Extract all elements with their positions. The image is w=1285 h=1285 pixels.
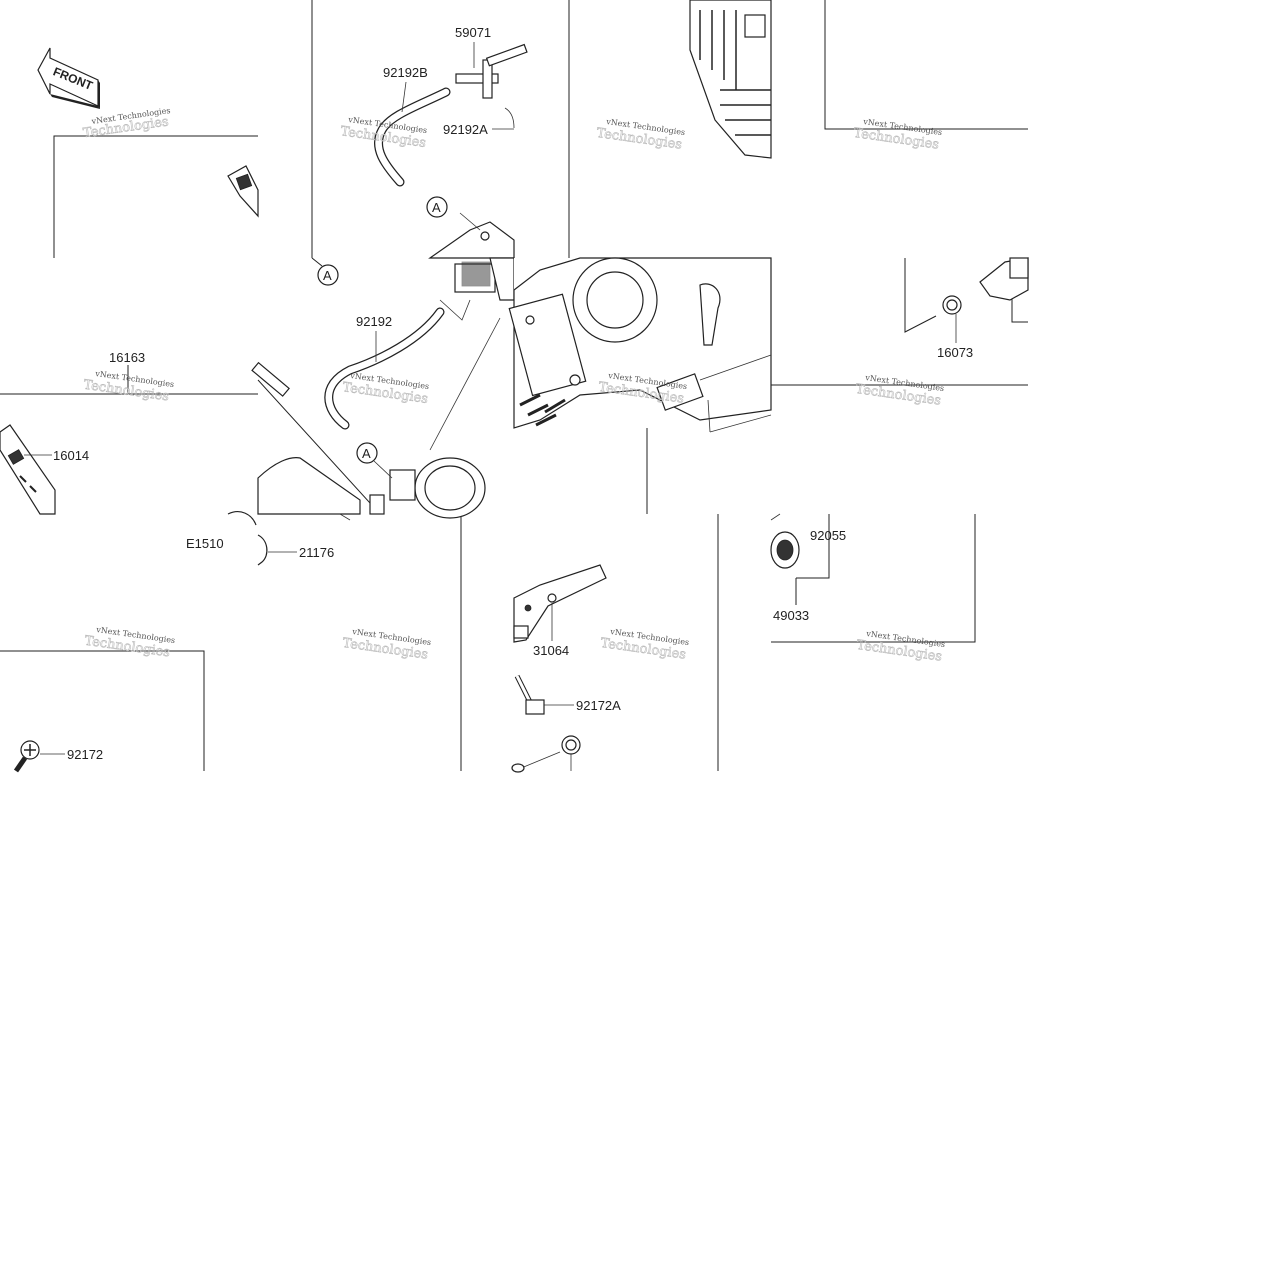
seal-21176 (227, 511, 351, 566)
ref-marker-a-1: A (426, 196, 448, 218)
label-59071: 59071 (455, 25, 491, 40)
sensor-16073 (942, 257, 1029, 315)
watermark: Technologies vNext Technologies (339, 115, 427, 151)
watermark: Technologies vNext Technologies (599, 627, 689, 663)
label-16163: 16163 (109, 350, 145, 365)
svg-text:A: A (362, 446, 371, 461)
throttle-body-upper (428, 212, 515, 451)
ref-marker-a-3: A (356, 442, 393, 479)
watermark: Technologies vNext Technologies (852, 117, 942, 153)
label-92172A: 92172A (576, 698, 621, 713)
tee-fitting-59071 (455, 43, 528, 99)
label-92192: 92192 (356, 314, 392, 329)
front-arrow-icon: FRONT (37, 47, 100, 109)
screw-92172 (13, 740, 40, 773)
sensor-49033 (770, 513, 800, 569)
fuel-rail-31064 (513, 564, 607, 643)
ref-marker-a-2: A (317, 264, 339, 286)
diagram-frame-lines (0, 0, 1028, 771)
label-92192A: 92192A (443, 122, 488, 137)
watermark: Technologies vNext Technologies (341, 371, 429, 407)
label-21176: 21176 (299, 545, 334, 560)
watermark: Technologies vNext Technologies (82, 369, 174, 405)
injector-16014 (0, 424, 56, 515)
label-16014: 16014 (53, 448, 89, 463)
washer-detail (511, 735, 581, 773)
label-49033: 49033 (773, 608, 809, 623)
watermark: Technologies vNext Technologies (595, 117, 685, 153)
throttle-body-lower (257, 457, 486, 519)
label-92172: 92172 (67, 747, 103, 762)
watermark: Technologies vNext Technologies (341, 627, 431, 663)
hose-92192 (324, 307, 445, 430)
throttle-body-center (508, 257, 772, 433)
watermark: Technologies vNext Technologies (855, 629, 945, 665)
label-92055: 92055 (810, 528, 846, 543)
svg-text:A: A (323, 268, 332, 283)
air-box-upper (689, 0, 772, 159)
watermark: Technologies vNext Technologies (83, 625, 175, 661)
label-16073: 16073 (937, 345, 973, 360)
bolt-92172A (514, 674, 545, 715)
svg-text:A: A (432, 200, 441, 215)
label-31064: 31064 (533, 643, 569, 658)
label-E1510: E1510 (186, 536, 224, 551)
hose-92192B (374, 87, 451, 187)
part-labels: 59071 92192B 92192A 92192 16163 16014 16… (24, 25, 973, 762)
bolt-detail (227, 165, 259, 218)
watermark: Technologies vNext Technologies (854, 373, 944, 409)
label-92192B: 92192B (383, 65, 428, 80)
